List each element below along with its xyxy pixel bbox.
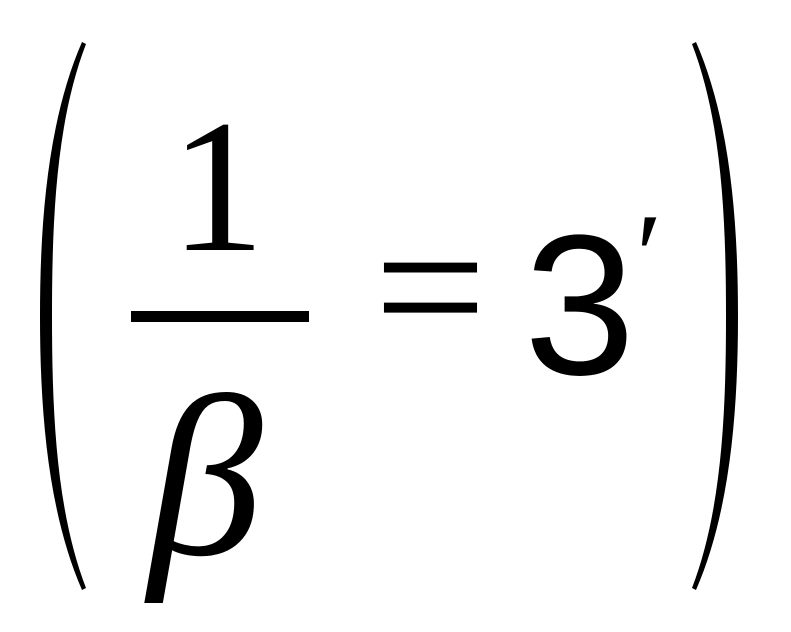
equals-sign: = [374, 177, 487, 398]
fraction-bar [131, 311, 309, 322]
left-parenthesis [40, 42, 86, 590]
fraction-numerator: 1 [170, 82, 265, 292]
prime-mark: ′ [636, 189, 663, 322]
value-digit: 3 [524, 194, 636, 417]
fraction-denominator: β [148, 349, 263, 604]
right-parenthesis [692, 42, 738, 590]
